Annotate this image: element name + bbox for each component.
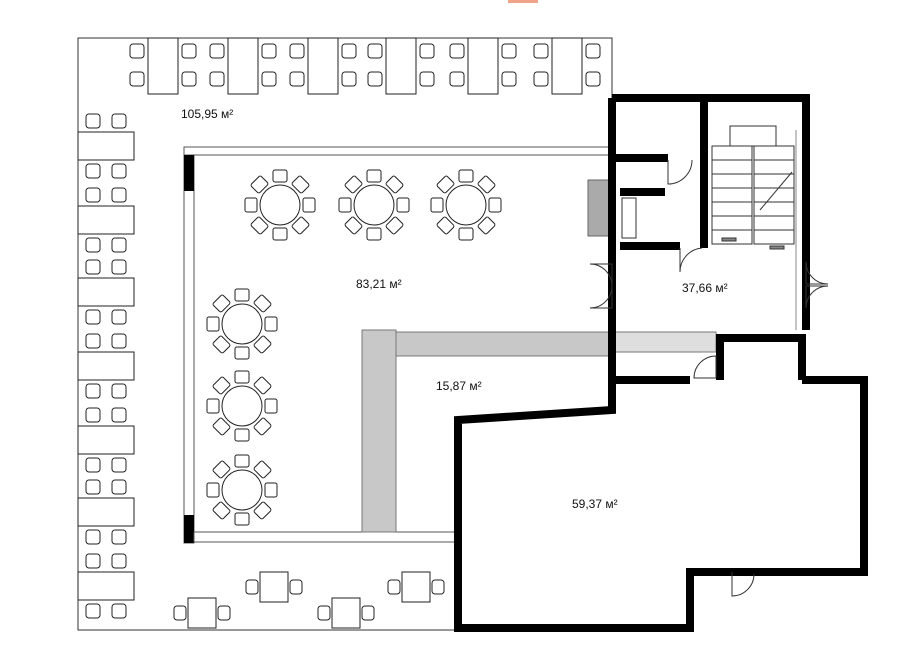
table-set bbox=[77, 113, 135, 179]
area-label-stair-lobby: 37,66 м² bbox=[682, 281, 728, 295]
furniture-layer bbox=[77, 37, 601, 629]
table-set bbox=[77, 553, 135, 619]
table-set bbox=[77, 479, 135, 545]
table-set bbox=[317, 597, 375, 629]
partition-walls bbox=[361, 179, 717, 533]
area-label-hall: 83,21 м² bbox=[356, 277, 402, 291]
table-set bbox=[387, 571, 445, 603]
table-set bbox=[129, 37, 197, 95]
small-cabinet bbox=[621, 197, 637, 239]
round-table-set bbox=[206, 454, 278, 526]
top-marker bbox=[508, 0, 538, 3]
table-set bbox=[77, 259, 135, 325]
terrace-outline bbox=[77, 37, 613, 631]
round-table-set bbox=[206, 370, 278, 442]
table-set bbox=[77, 407, 135, 473]
table-set bbox=[209, 37, 277, 95]
core-walls bbox=[454, 94, 868, 632]
table-set bbox=[77, 333, 135, 399]
round-table-set bbox=[338, 169, 410, 241]
table-set bbox=[173, 597, 231, 629]
table-set bbox=[289, 37, 357, 95]
doors bbox=[589, 159, 829, 597]
staircase bbox=[711, 125, 795, 250]
hall-frame bbox=[183, 146, 613, 544]
area-label-terrace: 105,95 м² bbox=[181, 107, 233, 121]
round-table-set bbox=[244, 169, 316, 241]
table-set bbox=[77, 187, 135, 253]
round-table-set bbox=[206, 288, 278, 360]
table-set bbox=[533, 37, 601, 95]
round-table-set bbox=[430, 169, 502, 241]
area-label-corridor: 15,87 м² bbox=[436, 379, 482, 393]
table-set bbox=[449, 37, 517, 95]
table-set bbox=[367, 37, 435, 95]
table-set bbox=[245, 571, 303, 603]
area-label-big-room: 59,37 м² bbox=[572, 497, 618, 511]
